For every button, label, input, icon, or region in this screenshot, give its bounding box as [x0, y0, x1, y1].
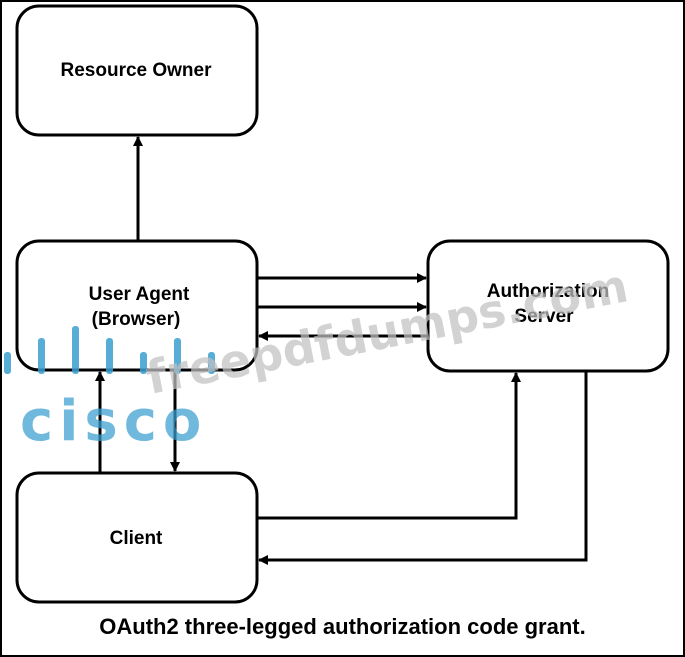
resource-owner-box — [15, 4, 259, 137]
resource-owner-label: Resource Owner — [61, 60, 213, 81]
cisco-logo-bar — [72, 326, 79, 374]
cisco-logo-bar — [106, 338, 113, 374]
user-agent-label-line2: (Browser) — [92, 309, 181, 330]
client-node: Client — [15, 471, 259, 604]
cisco-logo-bar — [38, 338, 45, 374]
user-agent-label-line1: User Agent — [89, 284, 190, 305]
client-box — [15, 471, 259, 604]
cisco-logo-bar — [4, 352, 11, 374]
cisco-logo-watermark: cisco — [4, 326, 215, 454]
authorization-server-box — [426, 239, 670, 373]
diagram-caption: OAuth2 three-legged authorization code g… — [99, 614, 586, 639]
cisco-logo-bar — [208, 352, 215, 374]
arrow-client-to-auth-server — [257, 372, 521, 520]
cisco-logo-bar — [174, 338, 181, 374]
resource-owner-node: Resource Owner — [15, 4, 259, 137]
authorization-server-label-line2: Server — [514, 306, 574, 327]
arrow-auth-server-to-client — [258, 371, 588, 565]
client-label: Client — [110, 528, 163, 549]
authorization-server-node: Authorization Server — [426, 239, 670, 373]
cisco-logo-text: cisco — [20, 389, 207, 454]
cisco-logo-bar — [140, 352, 147, 374]
authorization-server-label-line1: Authorization — [487, 281, 609, 302]
